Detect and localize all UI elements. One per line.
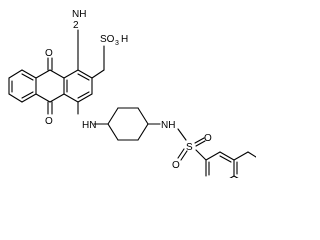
anthraquinone-left-ring xyxy=(8,69,37,103)
sulfo-group-label: SO 3 H xyxy=(100,34,128,47)
naphthalene-ring xyxy=(205,151,256,178)
sulfonamide-nh-label: NH xyxy=(161,120,175,131)
amino-group-label: NH 2 xyxy=(69,8,87,31)
sulfonyl-s-label: S xyxy=(186,142,193,153)
anthraquinone-right-ring xyxy=(63,57,105,115)
sulfonyl-o-right-label: O xyxy=(204,133,212,144)
amino-n-label: NH xyxy=(72,9,86,20)
sulfo-label: SO xyxy=(100,34,115,45)
sulfonyl-o-left-label: O xyxy=(172,160,180,171)
sulfo-h-label: H xyxy=(121,34,128,45)
molecule-drawing: NH 2 SO 3 H O O HN NH S O O xyxy=(8,8,256,178)
sulfonamide-bonds xyxy=(177,128,207,161)
sulfo-sub-label: 3 xyxy=(115,40,119,47)
anthraquinone-central-ring xyxy=(35,57,65,115)
cyclohexane-ring xyxy=(107,107,161,141)
imino-label: HN xyxy=(82,120,96,131)
oxo-bottom-label: O xyxy=(45,116,53,127)
oxo-top-label: O xyxy=(45,48,53,59)
amino-sub-label: 2 xyxy=(73,20,79,31)
chemical-structure-figure: NH 2 SO 3 H O O HN NH S O O xyxy=(8,8,256,178)
